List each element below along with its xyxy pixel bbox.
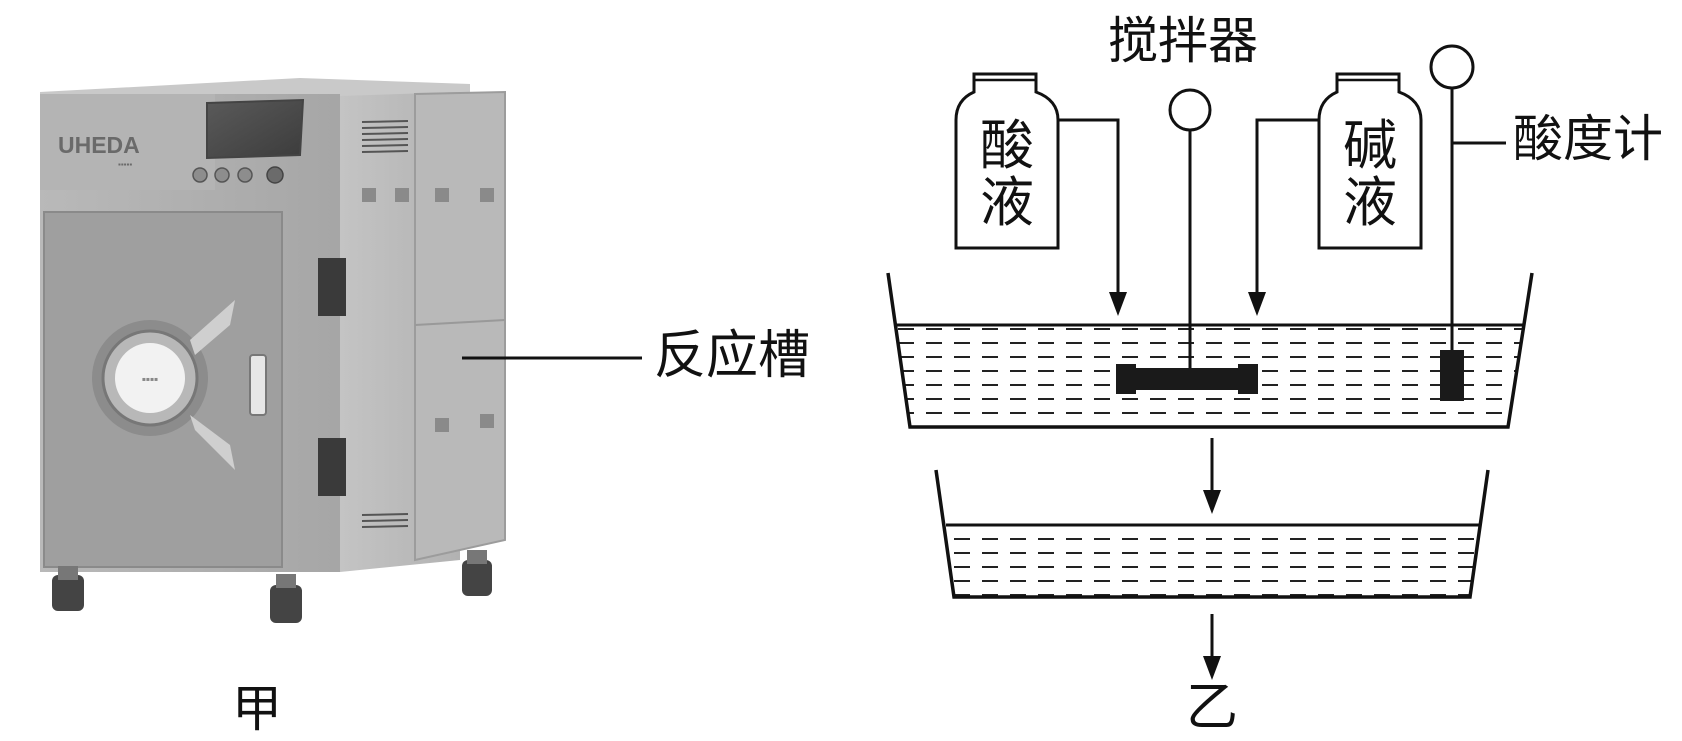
lower-tank-walls <box>934 469 1490 599</box>
reaction-tank-label: 反应槽 <box>654 326 811 386</box>
brand-logo: UHEDA <box>58 132 140 158</box>
base-bottle <box>1317 72 1423 250</box>
door-handle <box>249 354 267 416</box>
caption-right: 乙 <box>1186 678 1239 738</box>
base-bottle-label: 碱液 <box>1343 114 1397 234</box>
acid-bottle <box>954 72 1060 250</box>
ph-meter <box>1429 44 1506 401</box>
stirrer-label: 搅拌器 <box>1108 12 1258 70</box>
front-dial: ▪▪▪▪ <box>92 300 235 470</box>
ph-meter-label: 酸度计 <box>1513 110 1663 168</box>
rear-panel <box>414 90 506 562</box>
upper-tank-walls <box>886 272 1534 429</box>
upper-tank <box>886 272 1534 429</box>
ph-meter-dial <box>1429 44 1475 90</box>
side-latches <box>362 188 494 432</box>
flow-arrow-to-lower <box>1203 438 1221 514</box>
reaction-tank-machine: UHEDA ▪▪▪▪▪ ▪▪▪▪ <box>40 78 642 623</box>
ph-meter-probe <box>1440 350 1464 401</box>
touchscreen <box>206 98 305 160</box>
fan-upper <box>318 258 346 316</box>
control-panel <box>40 94 215 190</box>
stirrer-blade <box>1120 368 1254 390</box>
stirrer <box>1116 88 1258 394</box>
acid-feed-arrow <box>1058 118 1127 316</box>
control-buttons <box>192 166 284 184</box>
flow-arrow-out <box>1203 614 1221 680</box>
fan-lower <box>318 438 346 496</box>
panel-seam <box>414 319 506 326</box>
brand-logo-sub: ▪▪▪▪▪ <box>118 160 132 169</box>
acid-bottle-label: 酸液 <box>980 114 1034 234</box>
stirrer-blade-end-right <box>1238 364 1258 394</box>
base-feed-arrow <box>1248 118 1319 316</box>
svg-text:▪▪▪▪: ▪▪▪▪ <box>142 376 158 383</box>
casters <box>52 550 492 623</box>
lower-tank-liquid <box>946 525 1480 597</box>
stirrer-blade-end-left <box>1116 364 1136 394</box>
stirrer-knob <box>1168 88 1212 132</box>
caption-left: 甲 <box>232 680 282 738</box>
lower-tank <box>934 469 1490 599</box>
